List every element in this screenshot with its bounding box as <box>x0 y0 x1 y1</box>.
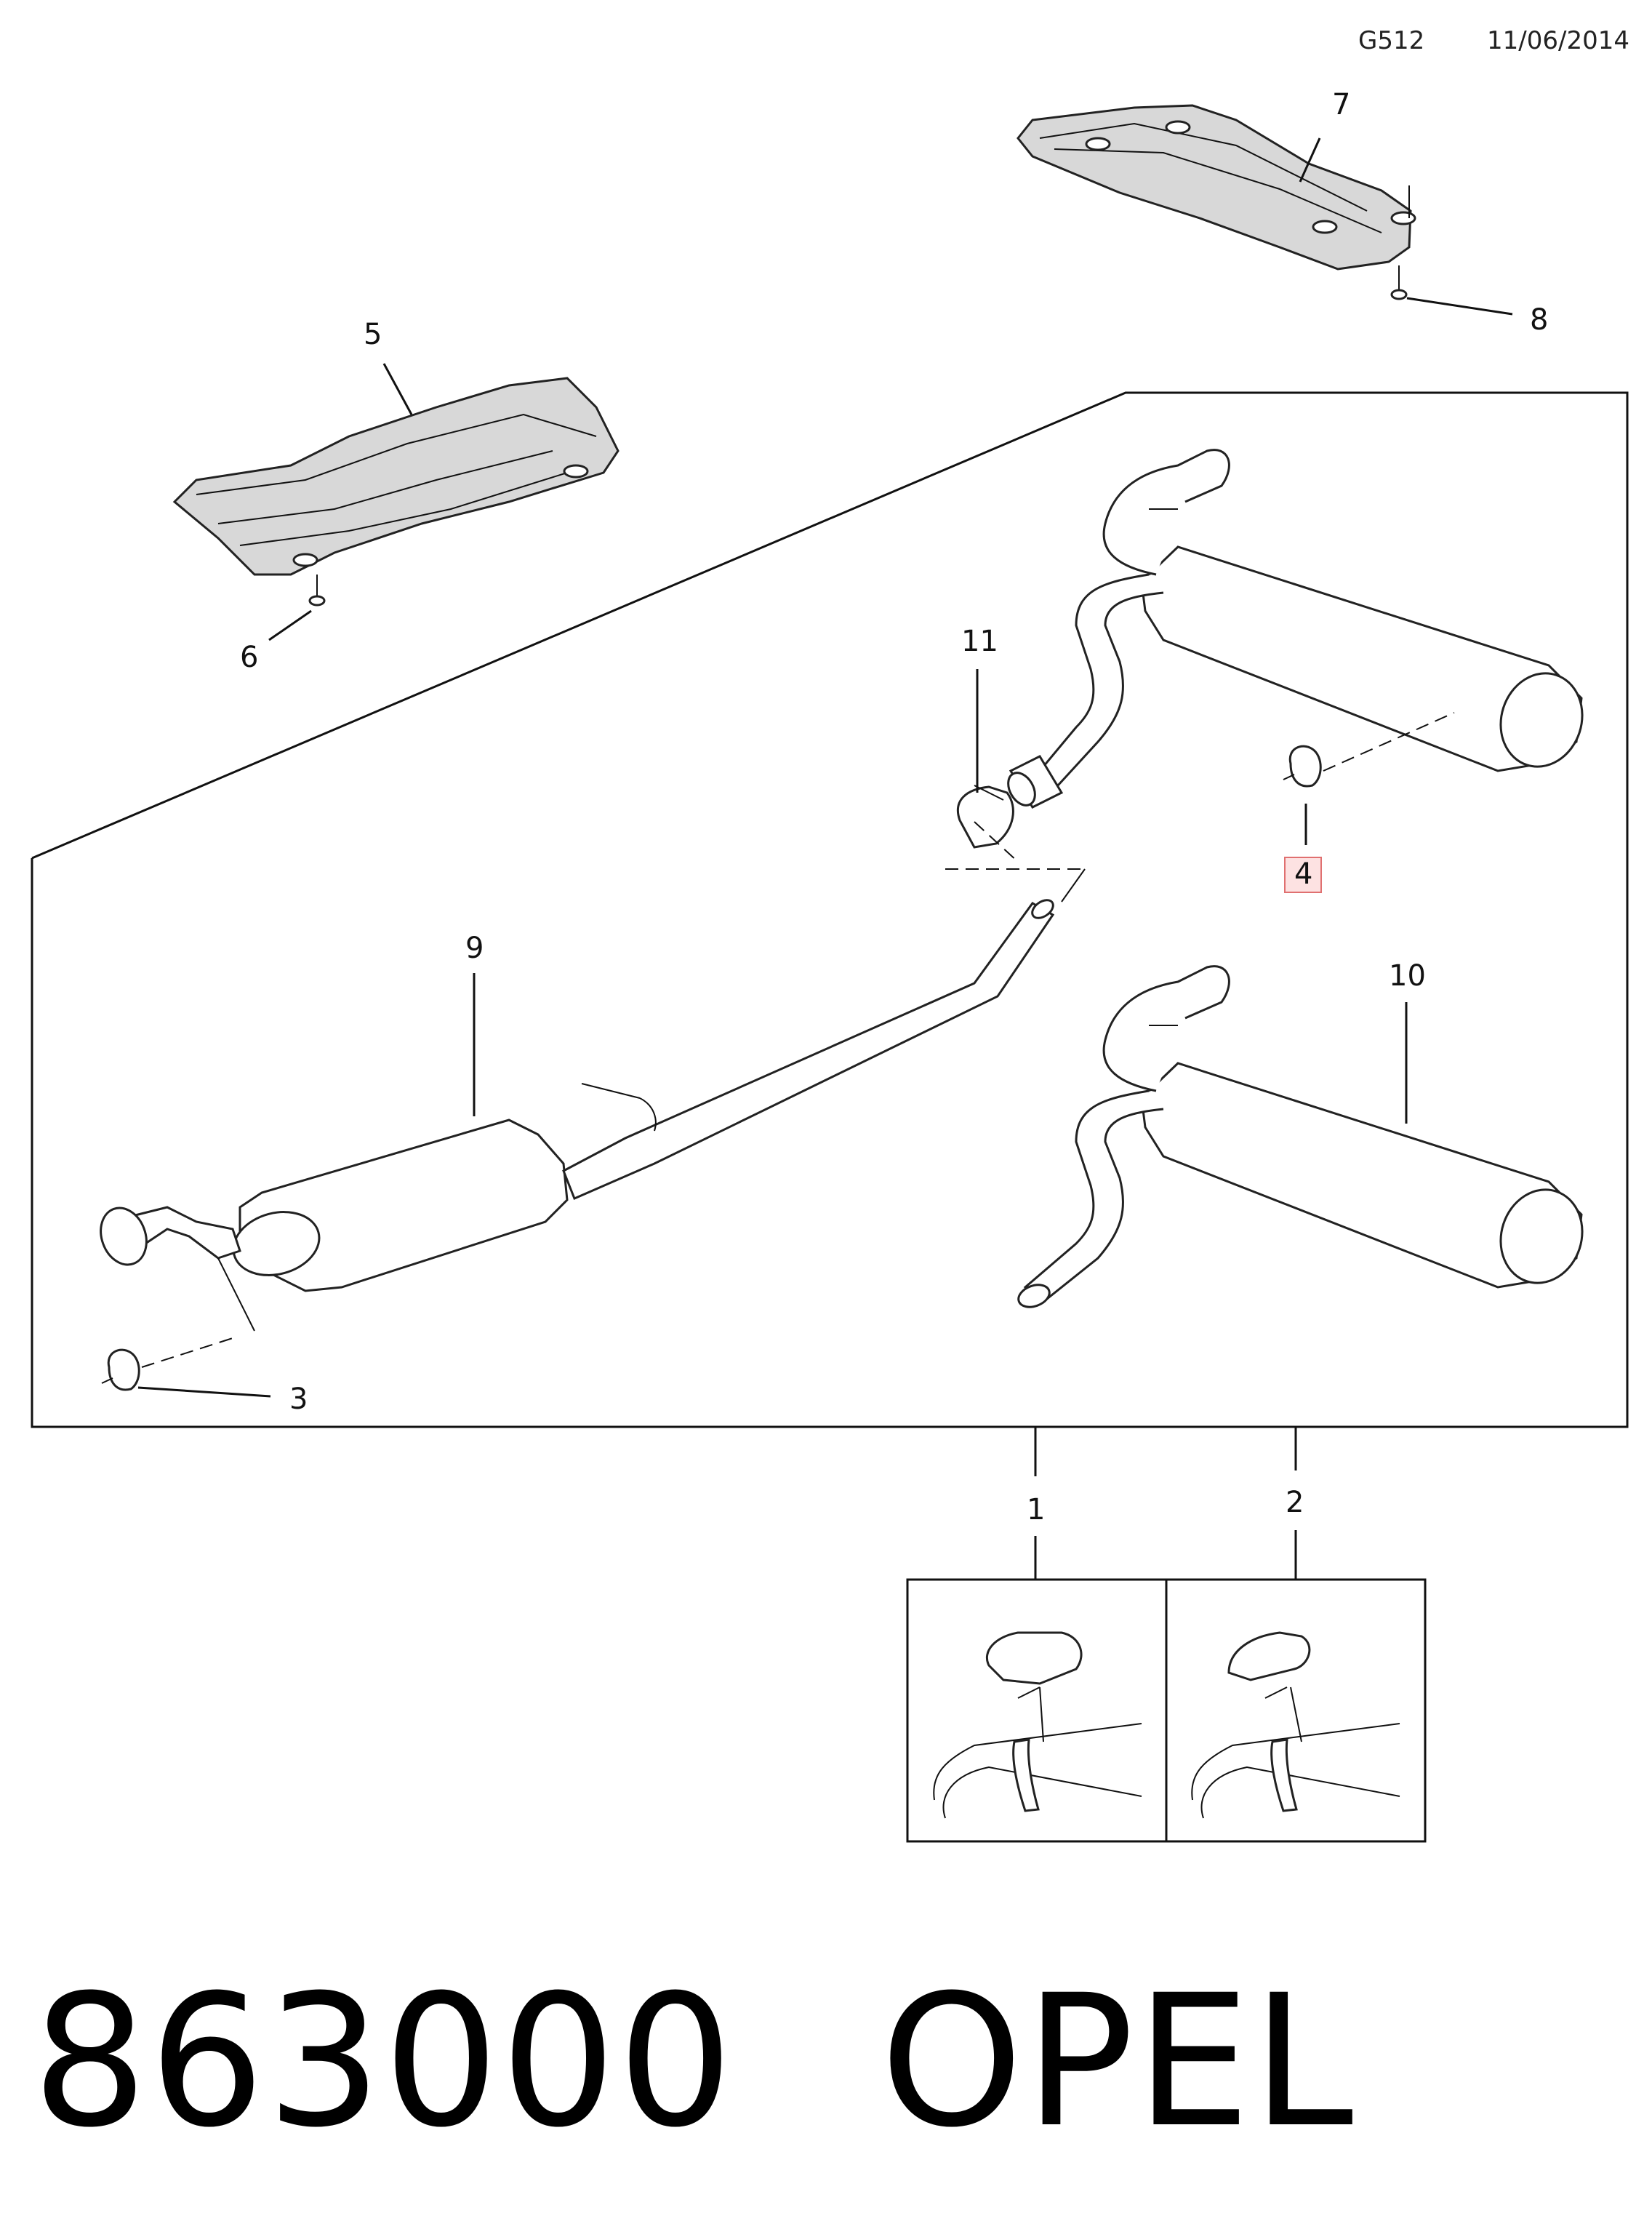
footer-brand: OPEL <box>880 1956 1355 2167</box>
leader-5 <box>382 363 413 415</box>
leader-8 <box>1406 297 1513 316</box>
callout-3: 3 <box>289 1382 308 1416</box>
callout-2: 2 <box>1286 1486 1304 1519</box>
rear-muffler-upper <box>1007 449 1584 809</box>
leader-6 <box>268 609 312 641</box>
alignment-line-pipe-end <box>1061 868 1086 903</box>
inset-1-detail <box>933 1631 1142 1819</box>
callout-1: 1 <box>1027 1493 1046 1526</box>
callout-4: 4 <box>1294 857 1313 891</box>
inset-2-detail <box>1191 1631 1400 1819</box>
rubber-hanger-3 <box>101 1348 140 1391</box>
callout-5: 5 <box>364 318 382 351</box>
bolt-8-head <box>1390 289 1408 300</box>
alignment-line-4 <box>1323 712 1455 772</box>
highlight-box-4 <box>1284 857 1322 893</box>
callout-11: 11 <box>961 625 998 658</box>
leader-7 <box>1299 137 1321 183</box>
callout-8: 8 <box>1530 303 1549 337</box>
diagram-date: 11/06/2014 <box>1487 26 1629 55</box>
heat-shield-7 <box>1017 104 1416 271</box>
alignment-line-3 <box>141 1337 233 1368</box>
callout-6: 6 <box>240 641 259 674</box>
heat-shield-5 <box>172 377 620 576</box>
alignment-line-11 <box>974 821 1019 863</box>
bolt-6-head <box>308 595 326 607</box>
callout-9: 9 <box>465 932 484 965</box>
diagram-code: G512 <box>1358 26 1425 55</box>
callout-10: 10 <box>1389 959 1426 993</box>
footer-part-number: 863000 <box>32 1956 735 2167</box>
rear-muffler-lower <box>1017 965 1584 1308</box>
assembly-frame <box>31 391 1629 1428</box>
callout-7: 7 <box>1332 88 1351 121</box>
rubber-hanger-4 <box>1283 745 1322 788</box>
clamp-11 <box>956 785 1014 849</box>
leader-3 <box>137 1386 271 1398</box>
center-muffler-9 <box>100 899 1055 1332</box>
